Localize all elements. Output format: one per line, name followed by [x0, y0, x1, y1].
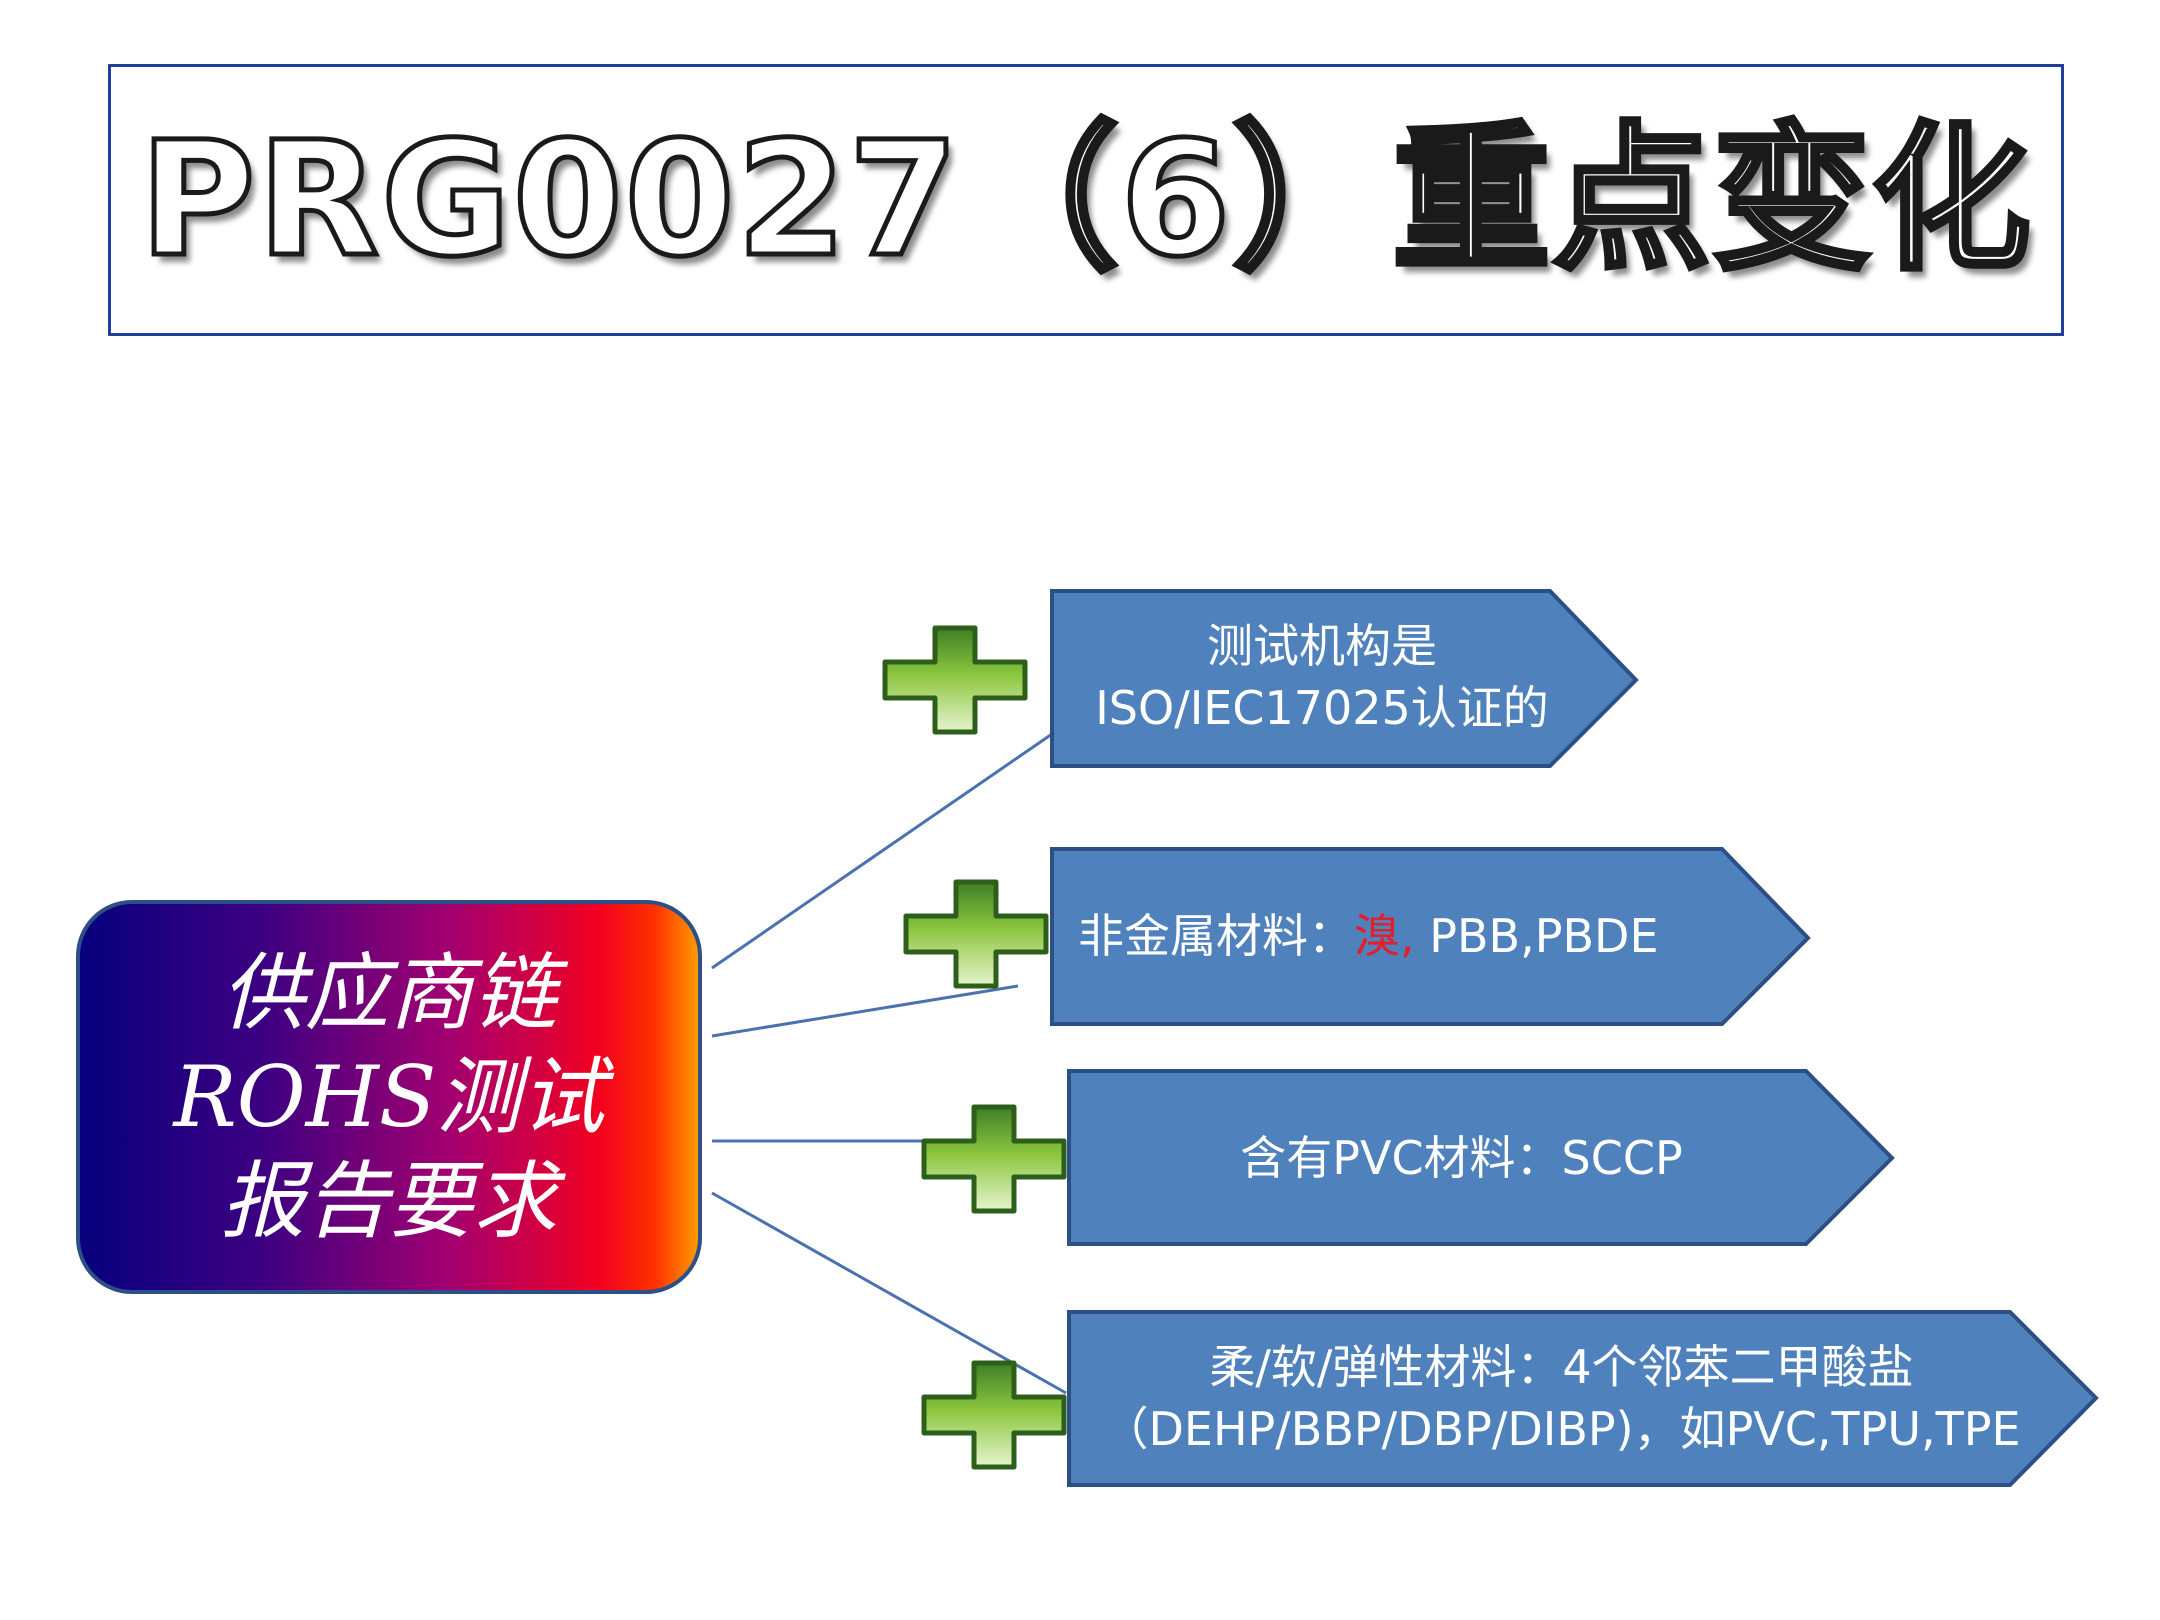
root-node: 供应商链 ROHS测试 报告要求: [76, 900, 702, 1294]
node-4-line: （DEHP/BBP/DBP/DIBP)，如PVC,TPU,TPE: [1102, 1402, 2021, 1456]
node-2-highlight: 溴,: [1354, 909, 1415, 963]
plus-icon: [921, 1104, 1067, 1214]
node-1-line: 测试机构是: [1207, 619, 1437, 673]
connector-4: [711, 1191, 1067, 1395]
title-box: PRG0027（6）重点变化: [108, 64, 2064, 336]
plus-icon: [921, 1360, 1067, 1470]
node-4-text: 柔/软/弹性材料：4个邻苯二甲酸盐 （DEHP/BBP/DBP/DIBP)，如P…: [1069, 1336, 2054, 1460]
node-1-line: ISO/IEC17025认证的: [1095, 681, 1549, 735]
plus-icon: [882, 625, 1028, 735]
root-line: ROHS测试: [173, 1048, 605, 1146]
node-3-text: 含有PVC材料：SCCP: [1069, 1127, 1854, 1189]
plus-icon: [903, 879, 1049, 989]
node-2-text: 非金属材料：溴, PBB,PBDE: [1078, 905, 1659, 967]
node-3-line: 含有PVC材料：SCCP: [1240, 1131, 1683, 1185]
node-1-text: 测试机构是 ISO/IEC17025认证的: [1052, 615, 1592, 739]
root-line: 报告要求: [220, 1152, 557, 1250]
connector-2: [711, 984, 1019, 1038]
node-2-prefix: 非金属材料：: [1078, 909, 1354, 963]
node-3-shape: [1067, 1069, 1895, 1246]
node-4-line: 柔/软/弹性材料：4个邻苯二甲酸盐: [1209, 1340, 1914, 1394]
node-4-shape: [1067, 1310, 2099, 1487]
node-1-shape: [1050, 589, 1639, 768]
root-node-text: 供应商链 ROHS测试 报告要求: [174, 941, 605, 1253]
root-line: 供应商链: [220, 944, 557, 1042]
page-title: PRG0027（6）重点变化: [137, 108, 2033, 292]
node-2-shape: [1050, 847, 1811, 1026]
node-2-suffix: PBB,PBDE: [1414, 909, 1659, 963]
connector-1: [711, 732, 1053, 970]
